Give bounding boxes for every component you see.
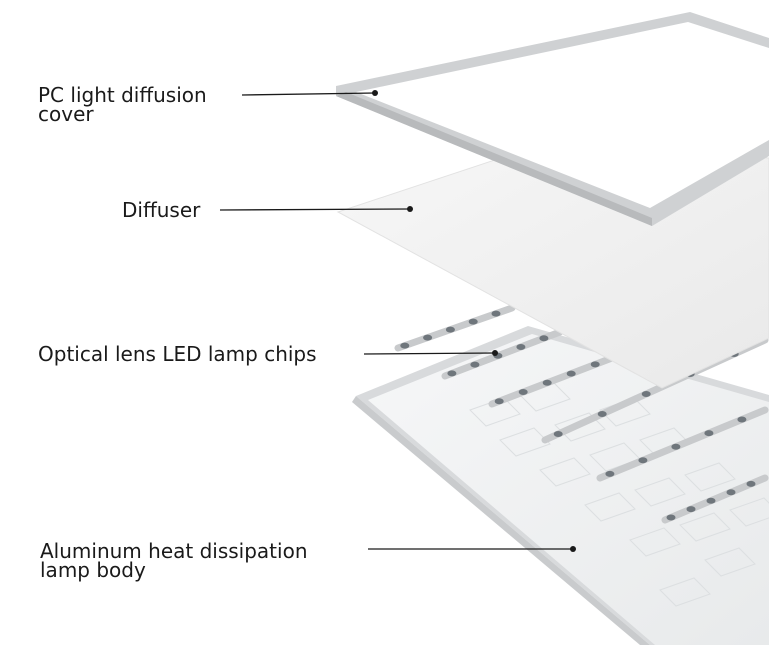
led-chip — [566, 370, 576, 377]
led-chip — [491, 310, 501, 317]
label-pc-cover-line1: PC light diffusion — [38, 83, 207, 107]
led-chip — [686, 506, 696, 513]
leader-line-diffuser — [219, 208, 411, 211]
label-pc-cover: PC light diffusion cover — [38, 83, 207, 126]
led-chip — [400, 342, 410, 349]
label-pc-cover-line2: cover — [38, 102, 94, 126]
label-diffuser: Diffuser — [122, 198, 201, 222]
led-chip — [746, 480, 756, 487]
grid-cell — [539, 457, 591, 487]
led-chip — [553, 431, 563, 437]
frame-edge — [336, 92, 652, 226]
grid-cell — [659, 577, 711, 607]
led-chip — [666, 514, 676, 521]
led-chip — [468, 318, 478, 325]
led-chip — [542, 379, 552, 386]
led-chip — [605, 470, 615, 477]
label-lamp-body-line1: Aluminum heat dissipation — [40, 539, 308, 563]
label-lamp-body-line2: lamp body — [40, 558, 146, 582]
led-chip — [516, 344, 526, 350]
led-chip — [445, 326, 455, 333]
leader-dot-chips — [492, 350, 498, 356]
grid-cell — [554, 412, 606, 442]
frame-opening — [356, 22, 769, 208]
led-chip — [494, 398, 504, 405]
pc-cover-frame — [336, 12, 769, 226]
led-chip — [423, 334, 433, 341]
grid-cell — [584, 492, 636, 522]
led-chip — [704, 430, 714, 437]
leader-line-chips — [363, 352, 496, 355]
led-chip — [671, 443, 681, 450]
grid-cell — [634, 477, 686, 507]
leader-dot-diffuser — [407, 206, 413, 212]
leader-line-cover — [241, 92, 376, 96]
led-chip — [447, 370, 457, 377]
leader-lines — [219, 90, 576, 552]
led-strips — [394, 304, 769, 524]
label-lamp-body: Aluminum heat dissipation lamp body — [40, 539, 308, 582]
led-chip — [706, 497, 716, 504]
led-chip — [518, 389, 528, 395]
grid-cell — [499, 427, 551, 457]
led-chip — [638, 457, 648, 464]
led-strip — [596, 406, 769, 482]
grid-cell — [729, 497, 769, 527]
led-chip — [737, 416, 747, 423]
grid-cell — [704, 547, 756, 577]
lamp-body-surface — [368, 334, 769, 645]
grid-cell — [679, 512, 731, 542]
grid-cell — [684, 462, 736, 492]
lamp-body-edge — [352, 396, 650, 645]
leader-dot-body — [570, 546, 576, 552]
led-chip — [641, 391, 651, 397]
led-chip — [470, 361, 480, 368]
label-led-chips: Optical lens LED lamp chips — [38, 342, 317, 366]
led-chip — [597, 411, 607, 417]
lamp-body — [352, 326, 769, 645]
grid-cell — [629, 527, 681, 557]
led-chip — [590, 361, 600, 368]
led-chip — [726, 489, 736, 496]
led-chip — [539, 335, 549, 342]
leader-dot-cover — [372, 90, 378, 96]
